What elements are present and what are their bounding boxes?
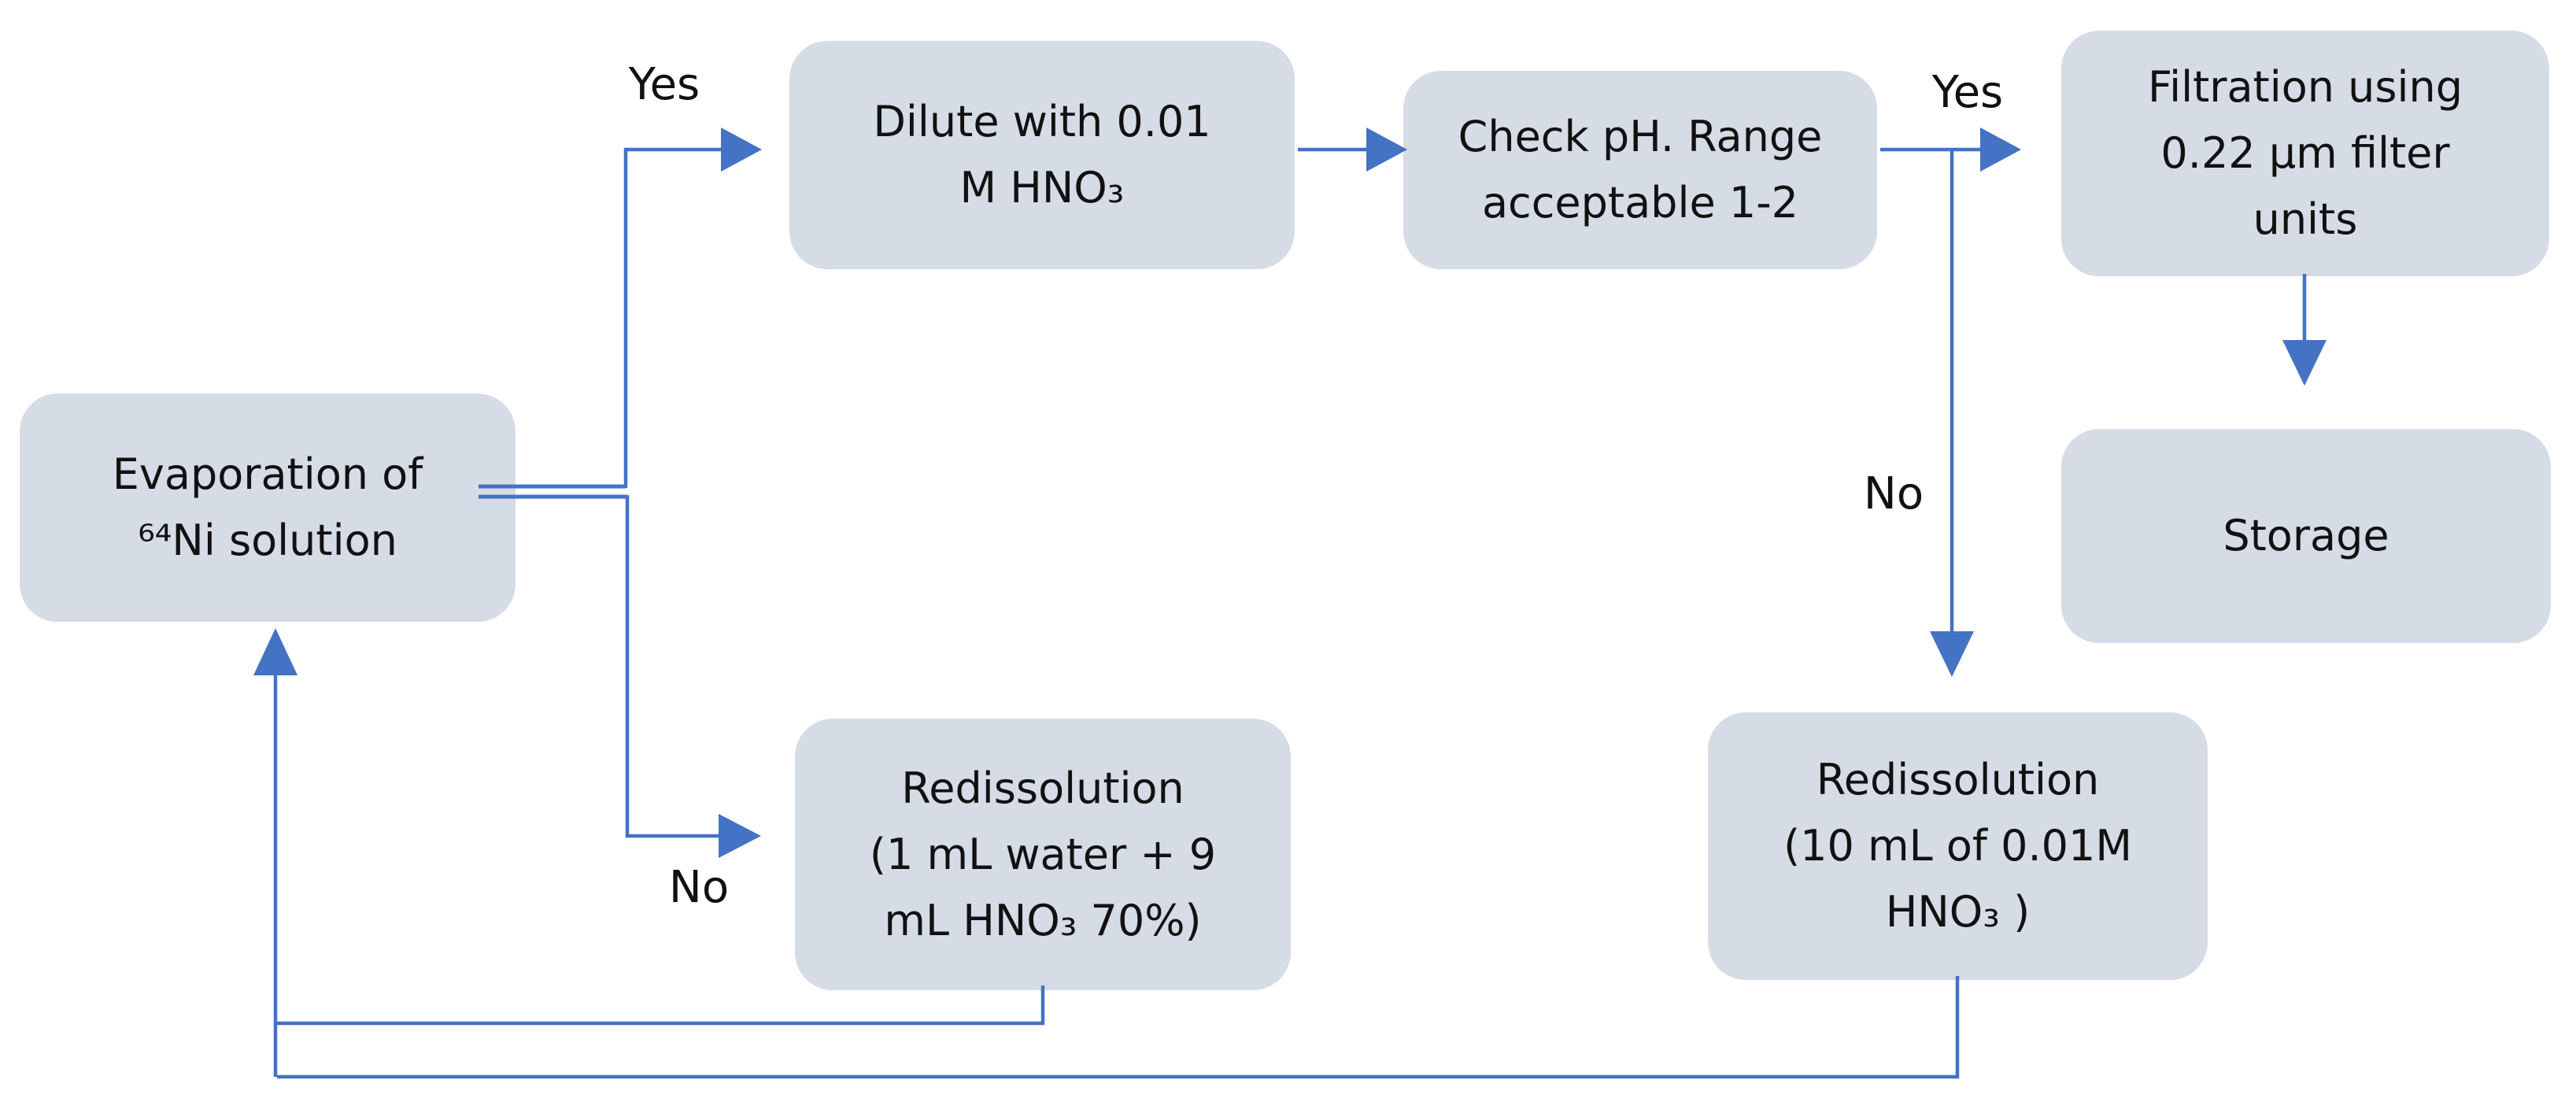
- node-redissolution-dilute-acid: Redissolution (10 mL of 0.01M HNO₃ ): [1708, 712, 2208, 980]
- node-redissolution-dilute-acid-line: Redissolution: [1816, 755, 2100, 804]
- edge-label-yes-check-ph: Yes: [1931, 67, 2004, 118]
- node-redissolution-weak-acid-line: (1 mL water + 9: [869, 829, 1217, 879]
- node-filtration-line: Filtration using: [2147, 62, 2463, 112]
- connector-return-redissolution-dilute: [277, 976, 1960, 1079]
- node-redissolution-dilute-acid-line: (10 mL of 0.01M: [1783, 821, 2132, 871]
- arrowhead-evaporation-dilute: [721, 128, 762, 172]
- connector-evaporation-redissolution-weak: [625, 495, 719, 838]
- node-evaporation: Evaporation of ⁶⁴Ni solution: [20, 394, 516, 622]
- edge-label-yes-evaporation: Yes: [628, 59, 700, 110]
- connector-evaporation-dilute: [623, 147, 721, 488]
- arrowhead-evaporation-redissolution-weak: [719, 814, 761, 858]
- node-storage: Storage: [2061, 429, 2551, 643]
- node-redissolution-weak-acid-line: mL HNO₃ 70%): [884, 895, 1202, 945]
- node-redissolution-dilute-acid-line: HNO₃ ): [1885, 887, 2031, 937]
- arrowhead-filtration-storage: [2282, 340, 2327, 386]
- node-check-ph: Check pH. Range acceptable 1-2: [1403, 71, 1877, 269]
- node-filtration-line: units: [2253, 194, 2358, 244]
- node-dilute-line: Dilute with 0.01: [873, 97, 1211, 146]
- node-check-ph-line: Check pH. Range: [1458, 112, 1823, 161]
- arrowhead-return-evaporation: [253, 628, 298, 675]
- node-filtration: Filtration using 0.22 μm filter units: [2061, 31, 2549, 276]
- node-redissolution-weak-acid-line: Redissolution: [901, 763, 1185, 813]
- node-check-ph-line: acceptable 1-2: [1481, 178, 1799, 227]
- edge-label-no-check-ph: No: [1863, 468, 1924, 520]
- connector-return-redissolution-weak: [277, 986, 1045, 1026]
- node-dilute: Dilute with 0.01 M HNO₃: [789, 41, 1295, 269]
- edge-label-no-evaporation: No: [668, 862, 730, 913]
- node-evaporation-line: Evaporation of: [112, 449, 423, 499]
- arrowhead-dilute-check-ph: [1366, 128, 1407, 172]
- node-filtration-line: 0.22 μm filter: [2160, 128, 2450, 178]
- arrowhead-check-ph-filtration: [1980, 128, 2021, 172]
- node-redissolution-weak-acid: Redissolution (1 mL water + 9 mL HNO₃ 70…: [795, 719, 1291, 990]
- node-storage-line: Storage: [2223, 511, 2389, 560]
- arrowhead-check-ph-redissolution-dilute: [1930, 631, 1974, 677]
- node-evaporation-line: ⁶⁴Ni solution: [138, 516, 397, 565]
- node-dilute-line: M HNO₃: [959, 163, 1125, 213]
